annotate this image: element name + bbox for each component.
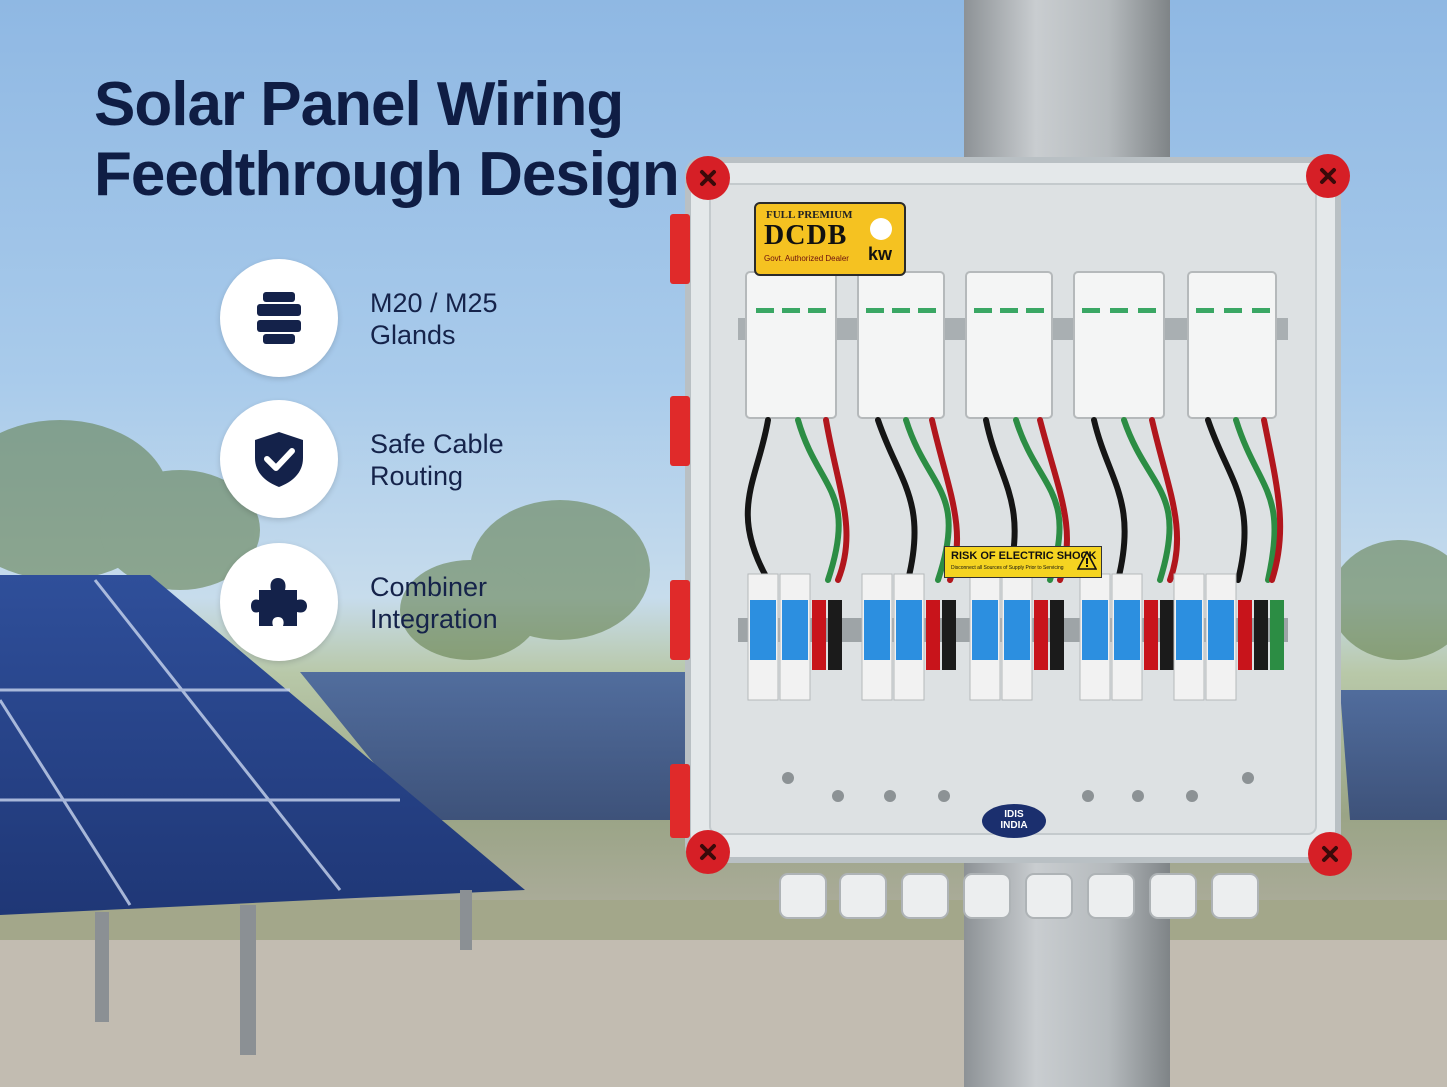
headline-line-1: Solar Panel Wiring	[94, 70, 624, 139]
tree-line	[0, 420, 1447, 660]
warning-triangle-icon	[1077, 551, 1097, 570]
combiner-box	[670, 154, 1352, 919]
headline-line-2: Feedthrough Design	[94, 140, 680, 209]
feature-icon-badge	[220, 400, 338, 518]
dcdb-brand: DCDB	[764, 220, 848, 251]
warning-title: RISK OF ELECTRIC SHOCK	[951, 550, 1097, 562]
panel-array-near	[0, 575, 525, 1055]
shield-check-icon	[255, 432, 303, 487]
feature-label: Combiner Integration	[370, 572, 498, 634]
feature-icon-badge	[220, 543, 338, 661]
panel-row-far	[300, 672, 1447, 820]
fuse-holders	[747, 573, 1284, 701]
maker-line-2: INDIA	[1000, 820, 1028, 831]
dcdb-unit: kw	[868, 244, 893, 264]
shock-warning-label: RISK OF ELECTRIC SHOCK Disconnect all So…	[944, 546, 1102, 578]
headline: Solar Panel Wiring Feedthrough Design	[94, 70, 680, 210]
feature-glands: M20 / M25 Glands	[220, 259, 640, 379]
warning-subtitle: Disconnect all Sources of Supply Prior t…	[951, 565, 1064, 571]
dcdb-indicator	[870, 218, 892, 240]
cable-gland-icon	[257, 292, 301, 344]
feature-label: Safe Cable Routing	[370, 429, 504, 491]
dcdb-label-line1: FULL PREMIUM	[766, 209, 853, 221]
feature-combiner: Combiner Integration	[220, 543, 640, 663]
surge-protectors	[745, 271, 1277, 419]
wiring	[744, 417, 1284, 583]
maker-logo: IDIS INDIA	[982, 804, 1046, 838]
feature-label: M20 / M25 Glands	[370, 288, 498, 350]
maker-line-1: IDIS	[1004, 809, 1024, 820]
corner-screws	[686, 154, 1352, 876]
feature-icon-badge	[220, 259, 338, 377]
puzzle-piece-icon	[251, 578, 307, 626]
dcdb-dealer: Govt. Authorized Dealer	[764, 254, 849, 263]
cable-glands	[779, 873, 1259, 919]
feature-safe-routing: Safe Cable Routing	[220, 400, 640, 520]
dcdb-label: FULL PREMIUM DCDB Govt. Authorized Deale…	[754, 202, 906, 276]
